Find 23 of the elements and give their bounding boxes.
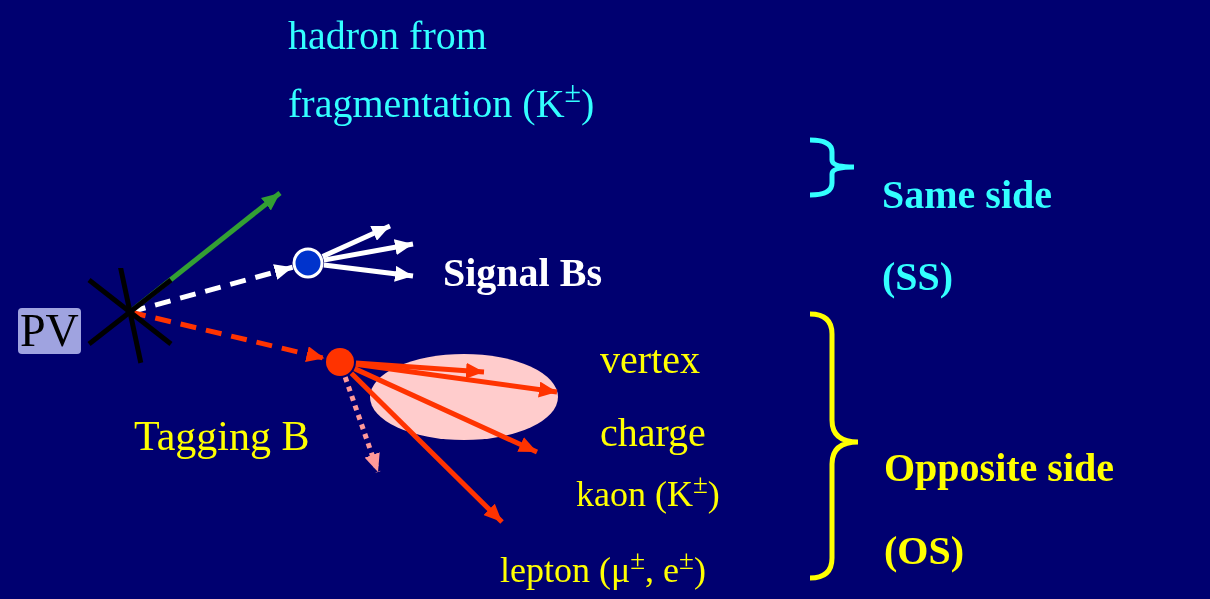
arrow bbox=[355, 361, 558, 398]
arrow bbox=[321, 223, 392, 259]
vertex-caption: Tagging B bbox=[134, 412, 310, 461]
label-text: vertex bbox=[600, 336, 700, 384]
label-text: Signal Bs bbox=[443, 249, 602, 297]
vertex-label: PV bbox=[18, 308, 81, 354]
arrow bbox=[342, 376, 381, 473]
label-text: (SS) bbox=[882, 253, 954, 301]
label-text: kaon (K$^{±}$) bbox=[576, 472, 720, 516]
arrow bbox=[355, 360, 485, 379]
vertex-region-ellipse bbox=[368, 352, 560, 442]
signal-vertex-circle bbox=[292, 247, 324, 279]
label-text: Same side bbox=[882, 171, 1052, 219]
arrow bbox=[353, 366, 539, 455]
label-text: charge bbox=[600, 409, 706, 457]
arrow bbox=[323, 239, 414, 263]
label-text: Opposite side bbox=[884, 444, 1115, 492]
annotation-text: hadron from fragmentation (K$^{±}$) bbox=[288, 2, 688, 132]
label-text: lepton (μ$^{±}$, e$^{±}$) bbox=[500, 548, 706, 592]
label-text: (OS) bbox=[884, 527, 964, 575]
arrow bbox=[323, 262, 414, 282]
arrow bbox=[349, 371, 504, 524]
tagging-vertex-dot bbox=[324, 346, 356, 378]
